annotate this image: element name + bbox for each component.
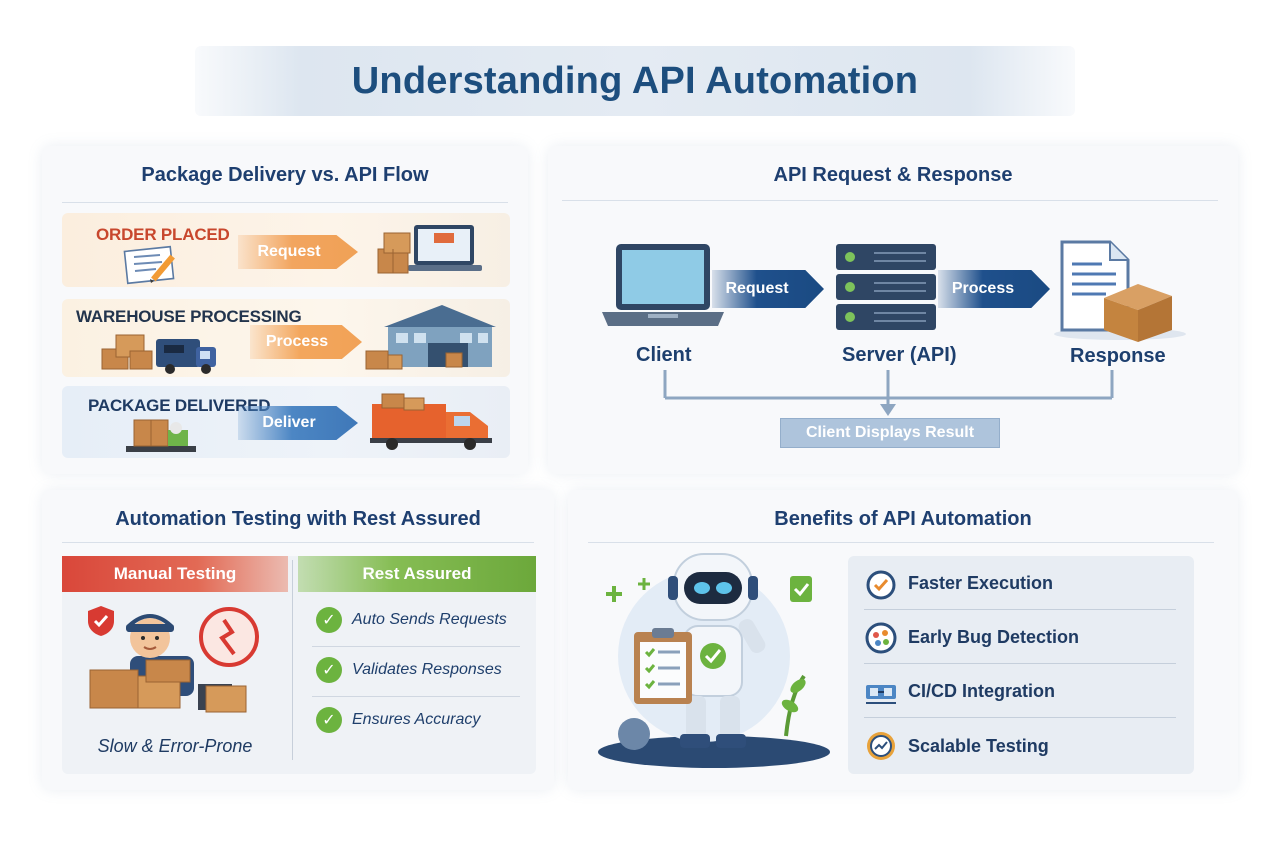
check-icon: ✓ [316,707,342,733]
benefit-label: Faster Execution [908,573,1054,593]
check-icon: ✓ [316,657,342,683]
result-connector-lines [663,370,1114,416]
benefits-panel-divider [588,542,1214,543]
shield-alert-icon [88,606,114,636]
manual-caption: Slow & Error-Prone [97,736,253,756]
check-label: Ensures Accuracy [352,711,481,728]
check-divider [312,696,520,697]
check-item-accuracy: ✓ Ensures Accuracy [316,700,526,740]
worker-with-boxes-icon [89,614,247,713]
rest-assured-tab: Rest Assured [298,556,536,592]
testing-panel-title: Automation Testing with Rest Assured [115,508,481,530]
check-item-validates: ✓ Validates Responses [316,650,526,690]
testing-divider [292,560,293,760]
bug-detection-icon [865,622,897,653]
check-icon: ✓ [316,607,342,633]
testing-panel-divider [62,542,534,543]
delivery-truck-icon [370,393,492,450]
row-label-warehouse: WAREHOUSE PROCESSING [76,307,302,326]
pipeline-icon [866,684,896,704]
benefit-early-bug-detection: Early Bug Detection [864,612,1176,664]
server-label: Server (API) [842,344,957,366]
delivery-row-delivered: PACKAGE DELIVERED Deliver [62,386,510,458]
delivery-panel-title: Package Delivery vs. API Flow [141,164,429,186]
response-document-icon [1054,240,1186,342]
broken-clock-icon [199,607,259,667]
api-panel-title: API Request & Response [773,164,1013,186]
laptop-boxes-icon [377,225,482,274]
title-banner: Understanding API Automation [195,46,1075,116]
van-boxes-icon [101,334,216,374]
benefit-label: Early Bug Detection [908,627,1080,647]
manual-testing-tab: Manual Testing [62,556,288,592]
check-label: Auto Sends Requests [352,611,507,628]
delivery-panel-divider [62,202,508,203]
page-title: Understanding API Automation [351,59,919,102]
server-rack-icon [836,244,936,330]
client-displays-result-box: Client Displays Result [780,418,1000,448]
row-label-delivered: PACKAGE DELIVERED [88,396,271,415]
benefit-label: CI/CD Integration [908,681,1055,701]
delivery-row-order: ORDER PLACED Request [62,213,510,287]
check-item-auto-sends: ✓ Auto Sends Requests [316,600,526,640]
row-label-order: ORDER PLACED [96,225,230,244]
benefits-list: Faster Execution Early Bug Detection CI/… [848,556,1194,774]
client-laptop-icon [602,244,724,326]
stopwatch-check-icon [866,570,896,599]
request-flow-arrow: Request [712,270,824,308]
benefit-label: Scalable Testing [908,735,1049,756]
benefit-cicd-integration: CI/CD Integration [864,666,1176,718]
process-flow-arrow: Process [938,270,1050,308]
check-divider [312,646,520,647]
delivery-row-warehouse: WAREHOUSE PROCESSING Process [62,299,510,377]
order-form-icon [123,245,175,285]
scalable-gear-icon [867,732,895,760]
api-panel-divider [562,200,1218,201]
response-label: Response [1070,345,1166,367]
warehouse-icon [365,305,496,370]
robot-tester-icon [598,553,830,768]
client-label: Client [636,344,692,366]
delivered-box-icon [126,419,196,452]
benefits-panel-title: Benefits of API Automation [774,508,1032,530]
benefit-faster-execution: Faster Execution [864,558,1176,610]
process-arrow: Process [250,325,362,359]
request-arrow: Request [238,235,358,269]
benefit-scalable-testing: Scalable Testing [864,720,1176,772]
deliver-arrow: Deliver [238,406,358,440]
check-label: Validates Responses [352,661,502,678]
